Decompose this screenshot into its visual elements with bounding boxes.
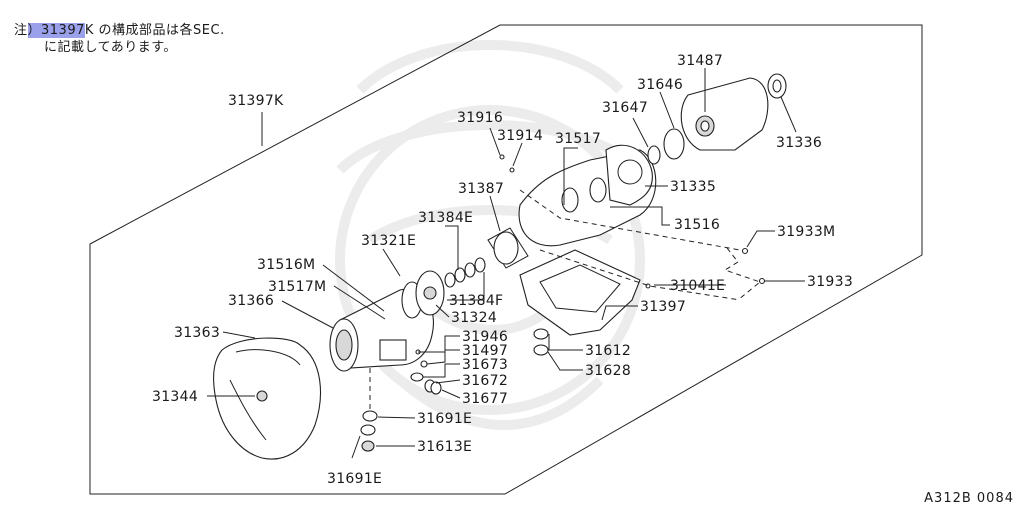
- oring-31691E-lower: [360, 424, 376, 436]
- label-31672: 31672: [462, 373, 508, 389]
- label-31628: 31628: [585, 363, 631, 379]
- label-31384E: 31384E: [418, 210, 473, 226]
- label-31363: 31363: [174, 325, 220, 341]
- bolt-31916: [499, 154, 505, 160]
- label-31366: 31366: [228, 293, 274, 309]
- seal-ring-stack: [444, 257, 486, 288]
- note-prefix: 注: [14, 23, 28, 38]
- label-31321E: 31321E: [361, 233, 416, 249]
- bell-housing: [212, 337, 321, 460]
- oring-31647: [647, 145, 661, 165]
- note-line-2: に記載してあります。: [44, 40, 177, 55]
- label-31691E-lower: 31691E: [327, 471, 382, 487]
- label-31517M: 31517M: [268, 279, 326, 295]
- watermark-emblem: [335, 40, 645, 430]
- dash-zigzag: [723, 247, 762, 301]
- label-31397: 31397: [640, 299, 686, 315]
- oring-31691E-upper: [362, 410, 378, 422]
- label-31933M: 31933M: [777, 224, 835, 240]
- label-31384F: 31384F: [449, 293, 503, 309]
- ring-31673: [410, 372, 424, 382]
- pin-31497: [420, 360, 428, 368]
- adapter-plate: [415, 270, 445, 316]
- label-31041E: 31041E: [670, 278, 725, 294]
- bolt-31933M: [741, 247, 749, 255]
- label-31336: 31336: [776, 135, 822, 151]
- label-31673: 31673: [462, 357, 508, 373]
- bolt-31914: [509, 167, 515, 173]
- label-31647: 31647: [602, 100, 648, 116]
- part-labels: 31397K 31487 31646 31647 31336 31916 319…: [152, 53, 853, 487]
- bolt-31933: [758, 277, 766, 285]
- transmission-case: [329, 281, 434, 372]
- rear-cover: [680, 77, 769, 151]
- label-31516M: 31516M: [257, 257, 315, 273]
- label-31946: 31946: [462, 329, 508, 345]
- label-31933: 31933: [807, 274, 853, 290]
- label-31487: 31487: [677, 53, 723, 69]
- gasket: [487, 227, 529, 269]
- label-31916: 31916: [457, 110, 503, 126]
- oring-31628: [533, 344, 549, 356]
- label-31344: 31344: [152, 389, 198, 405]
- oring-31646: [663, 128, 685, 160]
- oil-seal: [767, 73, 787, 99]
- label-31324: 31324: [451, 310, 497, 326]
- label-31612: 31612: [585, 343, 631, 359]
- note-line-1: 注）31397K の構成部品は各SEC.: [14, 22, 225, 39]
- extension-housing: [518, 144, 657, 247]
- figure-code: A312B 0084: [924, 491, 1014, 506]
- label-31397K: 31397K: [228, 93, 284, 109]
- label-31517: 31517: [555, 131, 601, 147]
- oil-pan: [519, 249, 641, 336]
- label-31914: 31914: [497, 128, 543, 144]
- plug-31613E: [361, 440, 375, 452]
- label-31677: 31677: [462, 391, 508, 407]
- label-31335: 31335: [670, 179, 716, 195]
- oring-31612: [533, 328, 549, 340]
- dash-line-1: [519, 189, 741, 251]
- label-31691E-upper: 31691E: [417, 411, 472, 427]
- leader-lines: [207, 68, 805, 459]
- note-highlight: ）31397: [27, 23, 85, 38]
- label-31387: 31387: [458, 181, 504, 197]
- ring-31677: [430, 381, 442, 395]
- assembly-frame: [89, 24, 923, 495]
- label-31613E: 31613E: [417, 439, 472, 455]
- dash-line-2: [539, 249, 741, 301]
- note-line1-rest: K の構成部品は各SEC.: [84, 23, 225, 38]
- label-31516: 31516: [674, 217, 720, 233]
- label-31497: 31497: [462, 343, 508, 359]
- label-31646: 31646: [637, 77, 683, 93]
